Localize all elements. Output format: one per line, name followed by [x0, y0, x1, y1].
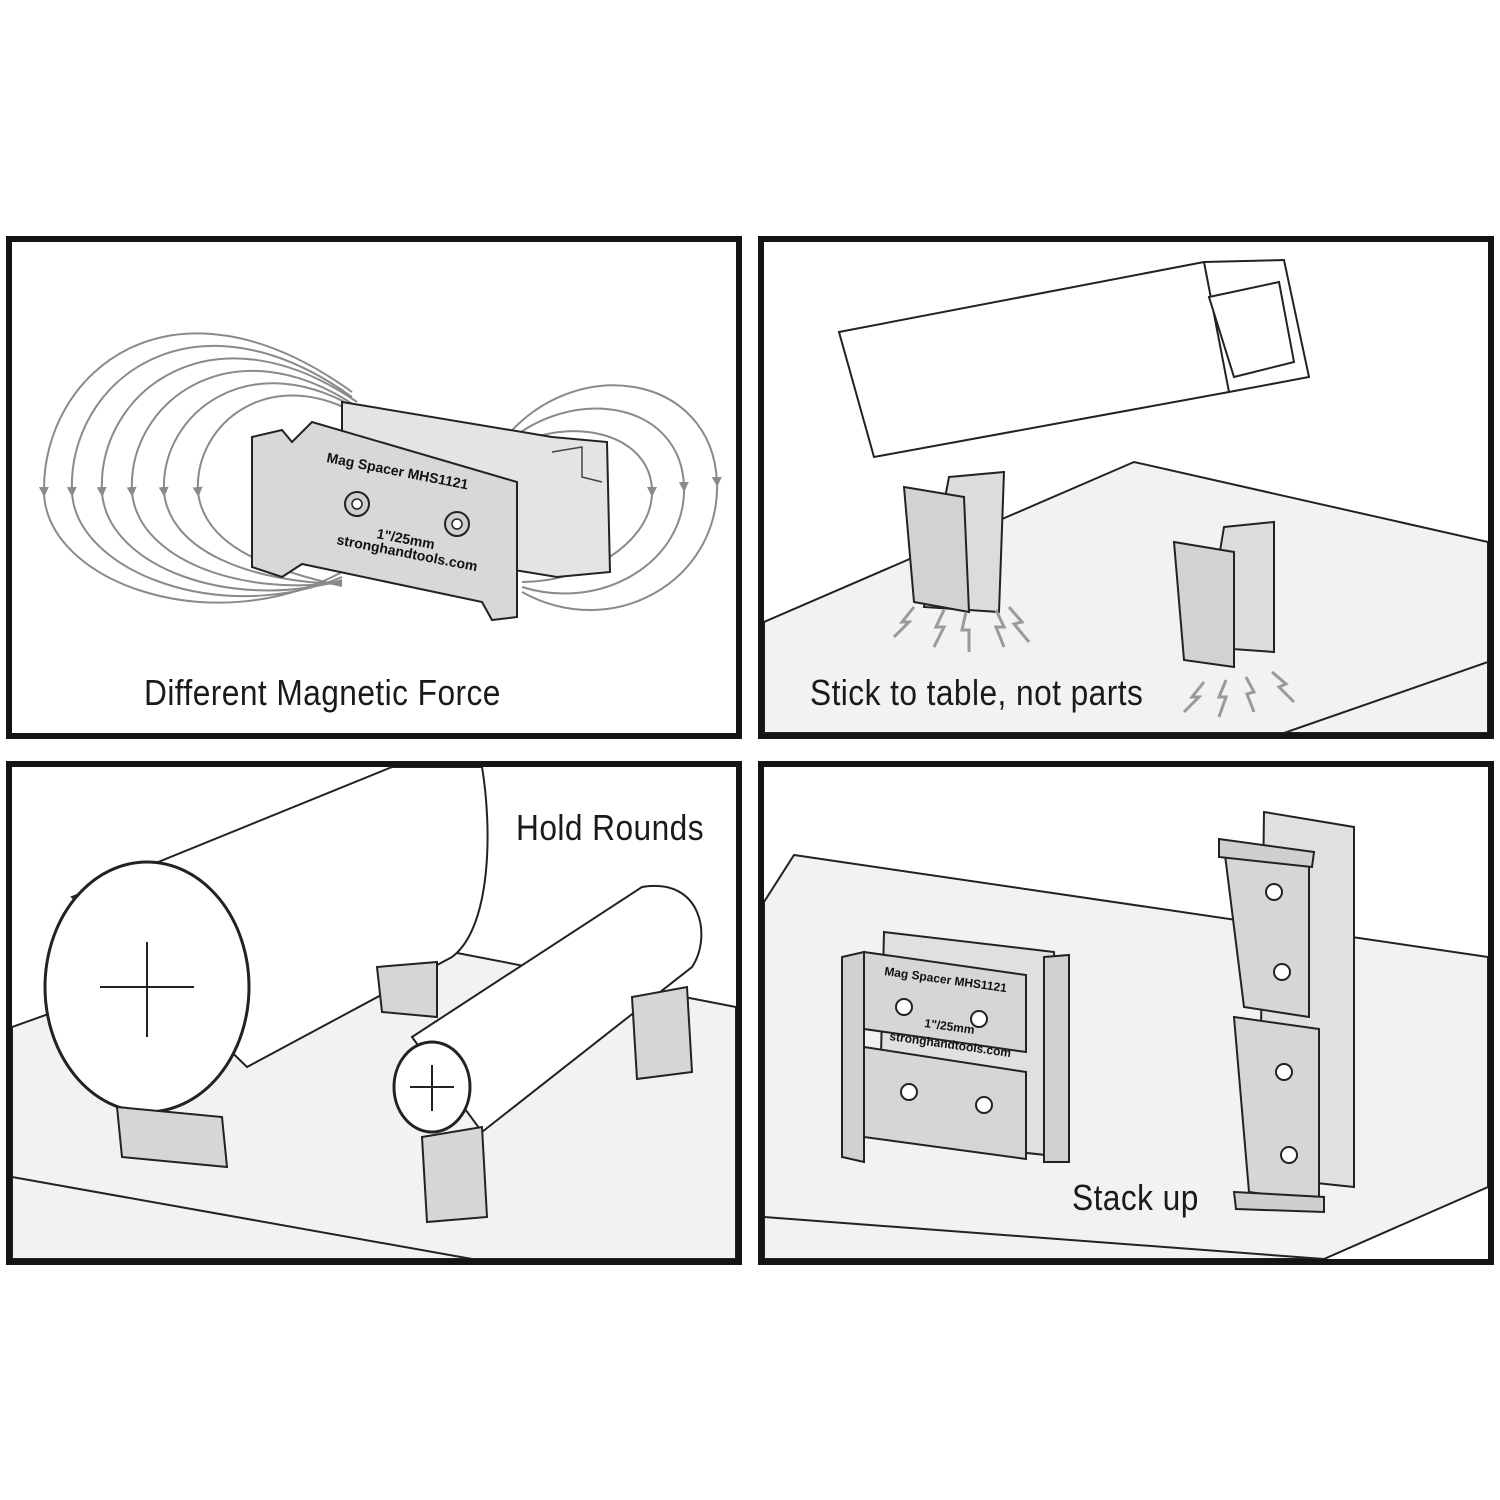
- field-lines-left: [38, 332, 363, 604]
- table-surface: [764, 460, 1488, 733]
- horizontal-stack: Mag Spacer MHS1121 1"/25mm stronghandtoo…: [841, 930, 1070, 1164]
- vertical-stack: [1218, 810, 1355, 1214]
- mag-spacer-upright-2: [1172, 520, 1275, 669]
- mag-spacer-upright-1: [902, 470, 1006, 614]
- mag-spacer-front: Mag Spacer MHS1121 1"/25mm stronghandtoo…: [251, 420, 518, 622]
- caption-stick-to-table: Stick to table, not parts: [810, 672, 1144, 713]
- square-tube: [837, 258, 1311, 459]
- panel-hold-rounds: Hold Rounds: [6, 761, 742, 1265]
- table-stick-illustration: [764, 258, 1488, 733]
- stacked-spacers-illustration: Mag Spacer MHS1121 1"/25mm stronghandtoo…: [764, 810, 1488, 1259]
- caption-hold-rounds: Hold Rounds: [516, 807, 704, 848]
- spacer-size-label: 1"/25mm: [924, 1016, 976, 1037]
- caption-different-magnetic-force: Different Magnetic Force: [144, 672, 501, 713]
- panel-stick-to-table: Stick to table, not parts: [758, 236, 1494, 739]
- magnetic-field-illustration: Mag Spacer MHS1121 1"/25mm stronghandtoo…: [38, 332, 722, 622]
- mag-spacers-under-rounds: [115, 960, 694, 1224]
- small-pipe: [392, 884, 703, 1134]
- caption-stack-up: Stack up: [1072, 1177, 1199, 1218]
- round-parts-illustration: [12, 767, 736, 1259]
- panel-magnetic-force: Mag Spacer MHS1121 1"/25mm stronghandtoo…: [6, 236, 742, 739]
- panel-stack-up: Mag Spacer MHS1121 1"/25mm stronghandtoo…: [758, 761, 1494, 1265]
- attraction-marks: [892, 606, 1296, 718]
